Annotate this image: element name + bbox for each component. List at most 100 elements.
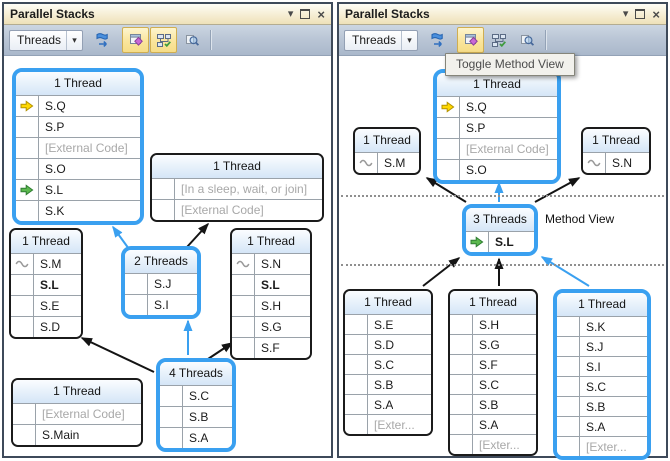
stack-frame-row[interactable]: S.L bbox=[466, 231, 534, 252]
arrow bbox=[207, 342, 234, 360]
stack-frame-row[interactable]: S.O bbox=[16, 158, 140, 179]
frame-icon-cell bbox=[345, 415, 368, 434]
frame-icon-cell bbox=[345, 355, 368, 374]
stack-frame-row[interactable]: S.K bbox=[16, 200, 140, 221]
threads-dropdown[interactable]: Threads ▾ bbox=[9, 29, 83, 51]
stack-frame-row[interactable]: S.C bbox=[345, 354, 431, 374]
toggle-zoom-control-button[interactable] bbox=[513, 27, 540, 53]
autoscroll-to-current-frame-button[interactable] bbox=[485, 27, 512, 53]
window-position-icon[interactable]: ▾ bbox=[622, 7, 629, 20]
stack-frame-row[interactable]: S.M bbox=[11, 253, 81, 274]
frame-icon-cell bbox=[11, 296, 34, 316]
stack-frame-row[interactable]: S.N bbox=[583, 152, 649, 173]
autoscroll-to-current-frame-button[interactable] bbox=[150, 27, 177, 53]
stack-frame-row[interactable]: S.P bbox=[16, 116, 140, 137]
close-icon[interactable]: × bbox=[652, 6, 660, 22]
stack-frame-row[interactable]: [Exter... bbox=[345, 414, 431, 434]
stack-frame-row[interactable]: [Exter... bbox=[450, 434, 536, 454]
stack-frame-row[interactable]: S.H bbox=[450, 314, 536, 334]
toggle-method-view-icon bbox=[128, 32, 144, 48]
stack-frame-row[interactable]: [In a sleep, wait, or join] bbox=[152, 178, 322, 199]
stack-frame-row[interactable]: S.Main bbox=[13, 424, 141, 445]
stack-frame-row[interactable]: S.B bbox=[345, 374, 431, 394]
maximize-icon[interactable] bbox=[635, 9, 646, 19]
stack-frame-row[interactable]: S.L bbox=[232, 274, 310, 295]
stack-frame-row[interactable]: S.G bbox=[450, 334, 536, 354]
close-icon[interactable]: × bbox=[317, 6, 325, 22]
show-only-flagged-button[interactable] bbox=[424, 27, 451, 53]
stack-frame-row[interactable]: S.G bbox=[232, 316, 310, 337]
frame-method-label: S.D bbox=[374, 337, 395, 352]
stack-frame-row[interactable]: [External Code] bbox=[13, 403, 141, 424]
stack-frame-row[interactable]: S.F bbox=[232, 337, 310, 358]
stack-frame-row[interactable]: S.L bbox=[16, 179, 140, 200]
stack-frame-row[interactable]: S.I bbox=[125, 294, 197, 315]
threads-dropdown[interactable]: Threads ▾ bbox=[344, 29, 418, 51]
stack-frame-row[interactable]: S.Q bbox=[16, 95, 140, 116]
stack-frame-row[interactable]: S.F bbox=[450, 354, 536, 374]
frame-method-label: S.L bbox=[495, 235, 514, 249]
stack-frame-row[interactable]: S.D bbox=[11, 316, 81, 337]
stack-frame-row[interactable]: S.A bbox=[160, 427, 232, 448]
stack-frame-row[interactable]: S.H bbox=[232, 295, 310, 316]
maximize-icon[interactable] bbox=[300, 9, 311, 19]
show-only-flagged-button[interactable] bbox=[89, 27, 116, 53]
frame-icon-cell bbox=[16, 117, 39, 137]
stack-frame-row[interactable]: S.N bbox=[232, 253, 310, 274]
stack-frame-row[interactable]: [External Code] bbox=[437, 138, 557, 159]
autoscroll-to-current-frame-icon bbox=[491, 32, 507, 48]
stack-frame-row[interactable]: S.Q bbox=[437, 96, 557, 117]
stack-frame-row[interactable]: S.E bbox=[11, 295, 81, 316]
toggle-zoom-control-button[interactable] bbox=[178, 27, 205, 53]
toolbar-buttons bbox=[424, 27, 541, 53]
frame-method-label: S.J bbox=[586, 339, 604, 354]
chevron-down-icon: ▾ bbox=[66, 30, 82, 50]
stack-frame-row[interactable]: [External Code] bbox=[16, 137, 140, 158]
stack-frame-row[interactable]: S.L bbox=[11, 274, 81, 295]
frame-method-label: S.P bbox=[466, 121, 486, 135]
stack-frame-row[interactable]: S.C bbox=[450, 374, 536, 394]
stack-frame-row[interactable]: S.C bbox=[557, 376, 647, 396]
title-bar[interactable]: Parallel Stacks ▾ × bbox=[339, 4, 666, 25]
title-bar[interactable]: Parallel Stacks ▾ × bbox=[4, 4, 331, 25]
frame-method-label: S.Main bbox=[42, 428, 80, 442]
frame-icon-cell bbox=[557, 397, 580, 416]
toolbar-separator bbox=[545, 30, 547, 50]
frame-method-label: S.B bbox=[586, 399, 606, 414]
stack-frame-row[interactable]: S.C bbox=[160, 385, 232, 406]
stack-frame-row[interactable]: S.P bbox=[437, 117, 557, 138]
frame-icon-cell bbox=[450, 375, 473, 394]
toggle-method-view-button[interactable] bbox=[457, 27, 484, 53]
thread-count-header: 1 Thread bbox=[232, 230, 310, 253]
stack-frame-row[interactable]: [External Code] bbox=[152, 199, 322, 220]
stack-frame-box: 1 Thread[External Code]S.Main bbox=[11, 378, 143, 447]
stack-frame-row[interactable]: S.B bbox=[160, 406, 232, 427]
stack-frame-row[interactable]: S.A bbox=[450, 414, 536, 434]
frame-icon-cell bbox=[557, 417, 580, 436]
stack-frame-row[interactable]: S.I bbox=[557, 356, 647, 376]
toggle-method-view-button[interactable] bbox=[122, 27, 149, 53]
stack-frame-row[interactable]: S.B bbox=[557, 396, 647, 416]
stack-frame-row[interactable]: S.K bbox=[557, 316, 647, 336]
stack-frame-row[interactable]: S.A bbox=[557, 416, 647, 436]
stack-frame-row[interactable]: [Exter... bbox=[557, 436, 647, 456]
toolbar-separator bbox=[210, 30, 212, 50]
stack-frame-row[interactable]: S.J bbox=[557, 336, 647, 356]
stack-frame-row[interactable]: S.O bbox=[437, 159, 557, 180]
stack-frame-row[interactable]: S.J bbox=[125, 273, 197, 294]
toggle-zoom-control-icon bbox=[519, 32, 535, 48]
stack-frame-row[interactable]: S.E bbox=[345, 314, 431, 334]
frame-icon-cell bbox=[450, 315, 473, 334]
window-position-icon[interactable]: ▾ bbox=[287, 7, 294, 20]
frame-method-label: S.B bbox=[479, 397, 499, 412]
stack-frame-row[interactable]: S.B bbox=[450, 394, 536, 414]
stack-frame-row[interactable]: S.D bbox=[345, 334, 431, 354]
stack-frame-row[interactable]: S.A bbox=[345, 394, 431, 414]
frame-method-label: S.P bbox=[45, 120, 65, 134]
stack-frame-row[interactable]: S.M bbox=[355, 152, 419, 173]
